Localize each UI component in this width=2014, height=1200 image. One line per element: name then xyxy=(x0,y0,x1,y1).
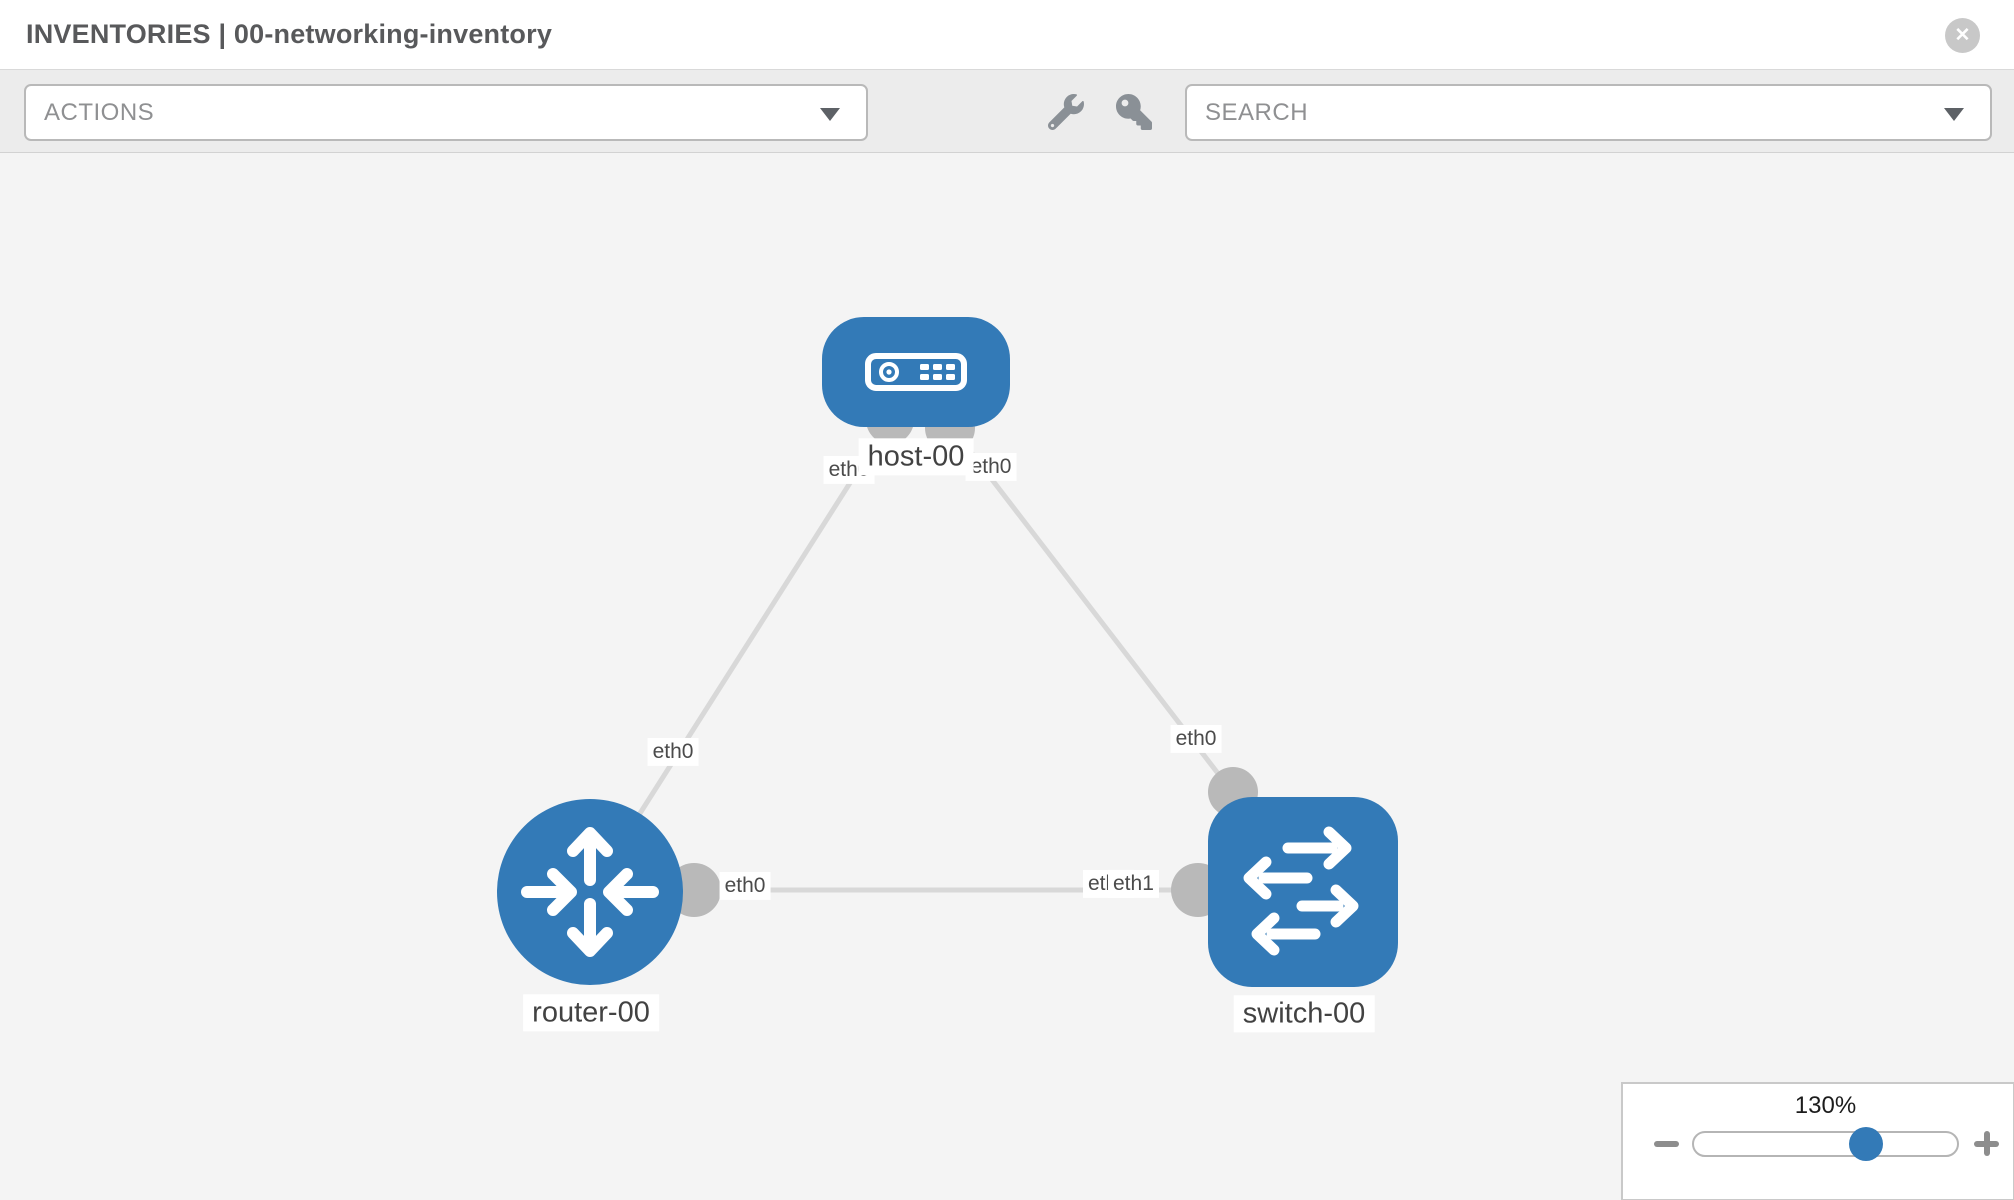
caret-down-icon xyxy=(820,108,840,121)
key-icon[interactable] xyxy=(1116,94,1152,130)
zoom-in-icon[interactable] xyxy=(1974,1131,1999,1156)
port-label: eth1 xyxy=(1108,869,1159,899)
node-switch-00[interactable] xyxy=(1208,797,1398,987)
switch-icon xyxy=(1243,826,1359,956)
zoom-slider-track[interactable] xyxy=(1692,1131,1959,1157)
wrench-icon[interactable] xyxy=(1047,94,1084,131)
panel-header: INVENTORIES | 00-networking-inventory ✕ xyxy=(0,0,2014,70)
zoom-control-panel: 130% xyxy=(1621,1082,2014,1200)
port-label: eth0 xyxy=(965,452,1017,482)
node-label-host: host-00 xyxy=(858,438,974,476)
caret-down-icon xyxy=(1944,108,1964,121)
topology-canvas[interactable]: eth0 eth0 eth0 eth0 eth0 eth0 eth1 host-… xyxy=(0,153,2014,1200)
edges xyxy=(587,418,1235,894)
toolbar: ACTIONS SEARCH xyxy=(0,70,2014,153)
host-icon xyxy=(865,353,967,391)
close-icon: ✕ xyxy=(1954,25,1971,46)
zoom-out-icon[interactable] xyxy=(1654,1141,1679,1147)
port-label: eth0 xyxy=(1170,724,1222,754)
node-router-00[interactable] xyxy=(497,799,683,985)
zoom-level-value: 130% xyxy=(1794,1092,1857,1119)
edge-host-router xyxy=(587,418,893,894)
actions-dropdown[interactable]: ACTIONS xyxy=(24,84,868,141)
search-dropdown-label: SEARCH xyxy=(1205,98,1309,126)
node-host-00[interactable] xyxy=(822,317,1010,427)
search-dropdown[interactable]: SEARCH xyxy=(1185,84,1992,141)
router-icon xyxy=(521,827,659,957)
port-label: eth0 xyxy=(647,737,699,767)
close-button[interactable]: ✕ xyxy=(1945,18,1980,53)
node-label-router: router-00 xyxy=(523,994,659,1032)
node-label-switch: switch-00 xyxy=(1233,995,1375,1033)
port-label: eth0 xyxy=(719,871,771,901)
actions-dropdown-label: ACTIONS xyxy=(44,98,155,126)
page-title: INVENTORIES | 00-networking-inventory xyxy=(26,19,553,49)
zoom-slider-knob[interactable] xyxy=(1849,1127,1883,1161)
